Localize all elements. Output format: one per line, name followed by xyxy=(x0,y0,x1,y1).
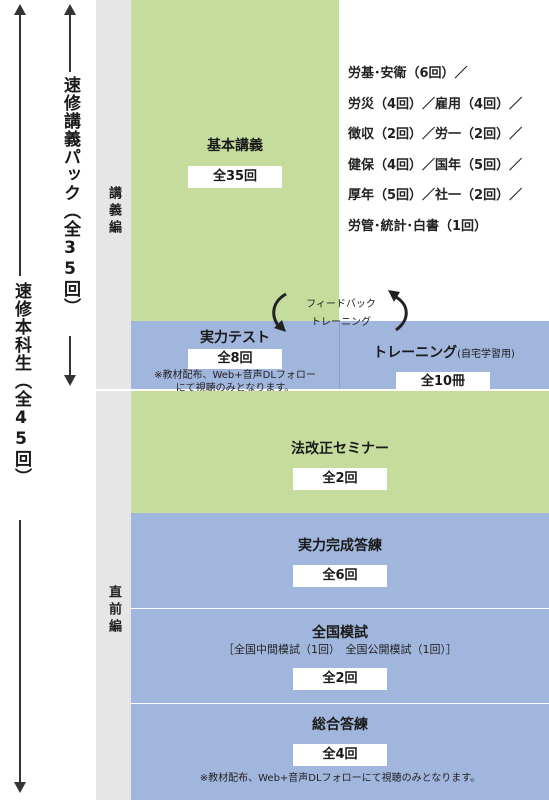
test-badge: 全8回 xyxy=(188,349,282,369)
training-title-row: トレーニング(自宅学習用) xyxy=(339,342,549,362)
final-divider xyxy=(131,608,549,609)
topic-line: 厚年（5回）／社一（2回）／ xyxy=(348,188,523,203)
feedback-label-1: フィードバック xyxy=(306,299,376,310)
section-label-final: 直前編 xyxy=(106,585,121,636)
training-badge: 全10冊 xyxy=(396,372,490,392)
outer-arrow-line xyxy=(19,14,21,276)
test-note-1: ※教材配布、Web+音声DLフォロー xyxy=(154,370,316,381)
basic-lecture-title: 基本講義 xyxy=(207,138,263,154)
sogo-note: ※教材配布、Web+音声DLフォローにて視聴のみとなります。 xyxy=(199,773,481,784)
outer-arrow-down-icon xyxy=(14,782,26,793)
kansei-title: 実力完成答練 xyxy=(298,538,382,554)
kansei-badge: 全6回 xyxy=(293,565,387,587)
inner-arrow-line xyxy=(69,14,71,72)
topic-line: 徴収（2回）／労一（2回）／ xyxy=(348,127,523,142)
basic-lecture-box xyxy=(131,0,339,321)
section-label-lecture: 講義編 xyxy=(106,186,121,237)
section-sidebar xyxy=(96,0,131,800)
inner-arrow-up-icon xyxy=(64,4,76,15)
mogi-sub: ［全国中間模試（1回） 全国公開模試（1回）］ xyxy=(223,643,457,656)
test-title: 実力テスト xyxy=(200,330,270,346)
kansei-box xyxy=(131,513,549,608)
final-divider xyxy=(131,703,549,704)
outer-arrow-line-lower xyxy=(19,520,21,784)
inner-arrow-line-lower xyxy=(69,336,71,376)
topics-box xyxy=(339,0,549,321)
mogi-title: 全国模試 xyxy=(312,625,368,641)
topic-line: 健保（4回）／国年（5回）／ xyxy=(348,158,523,173)
basic-lecture-badge: 全35回 xyxy=(188,166,282,188)
outer-arrow-up-icon xyxy=(14,4,26,15)
topic-line: 労管･統計･白書（1回） xyxy=(348,219,488,234)
outer-vertical-label: 速修本科生（全45回） xyxy=(11,282,31,486)
topic-line: 労基･安衛（6回）／ xyxy=(348,66,468,81)
sogo-badge: 全4回 xyxy=(293,744,387,766)
seminar-badge: 全2回 xyxy=(293,468,387,490)
inner-arrow-down-icon xyxy=(64,375,76,386)
topic-line: 労災（4回）／雇用（4回）／ xyxy=(348,97,523,112)
test-note-2: にて視聴のみとなります。 xyxy=(175,383,295,394)
seminar-title: 法改正セミナー xyxy=(291,441,389,457)
section-divider xyxy=(96,389,131,391)
feedback-label-2: トレーニング xyxy=(311,317,371,328)
training-suffix: (自宅学習用) xyxy=(457,349,515,360)
inner-vertical-label: 速修講義パック（全35回） xyxy=(60,76,80,316)
sogo-title: 総合答練 xyxy=(312,717,368,733)
lecture-vertical-divider xyxy=(339,321,340,389)
training-title: トレーニング xyxy=(373,345,458,361)
seminar-box xyxy=(131,391,549,513)
feedback-cycle-icon xyxy=(272,290,408,332)
mogi-badge: 全2回 xyxy=(293,668,387,690)
